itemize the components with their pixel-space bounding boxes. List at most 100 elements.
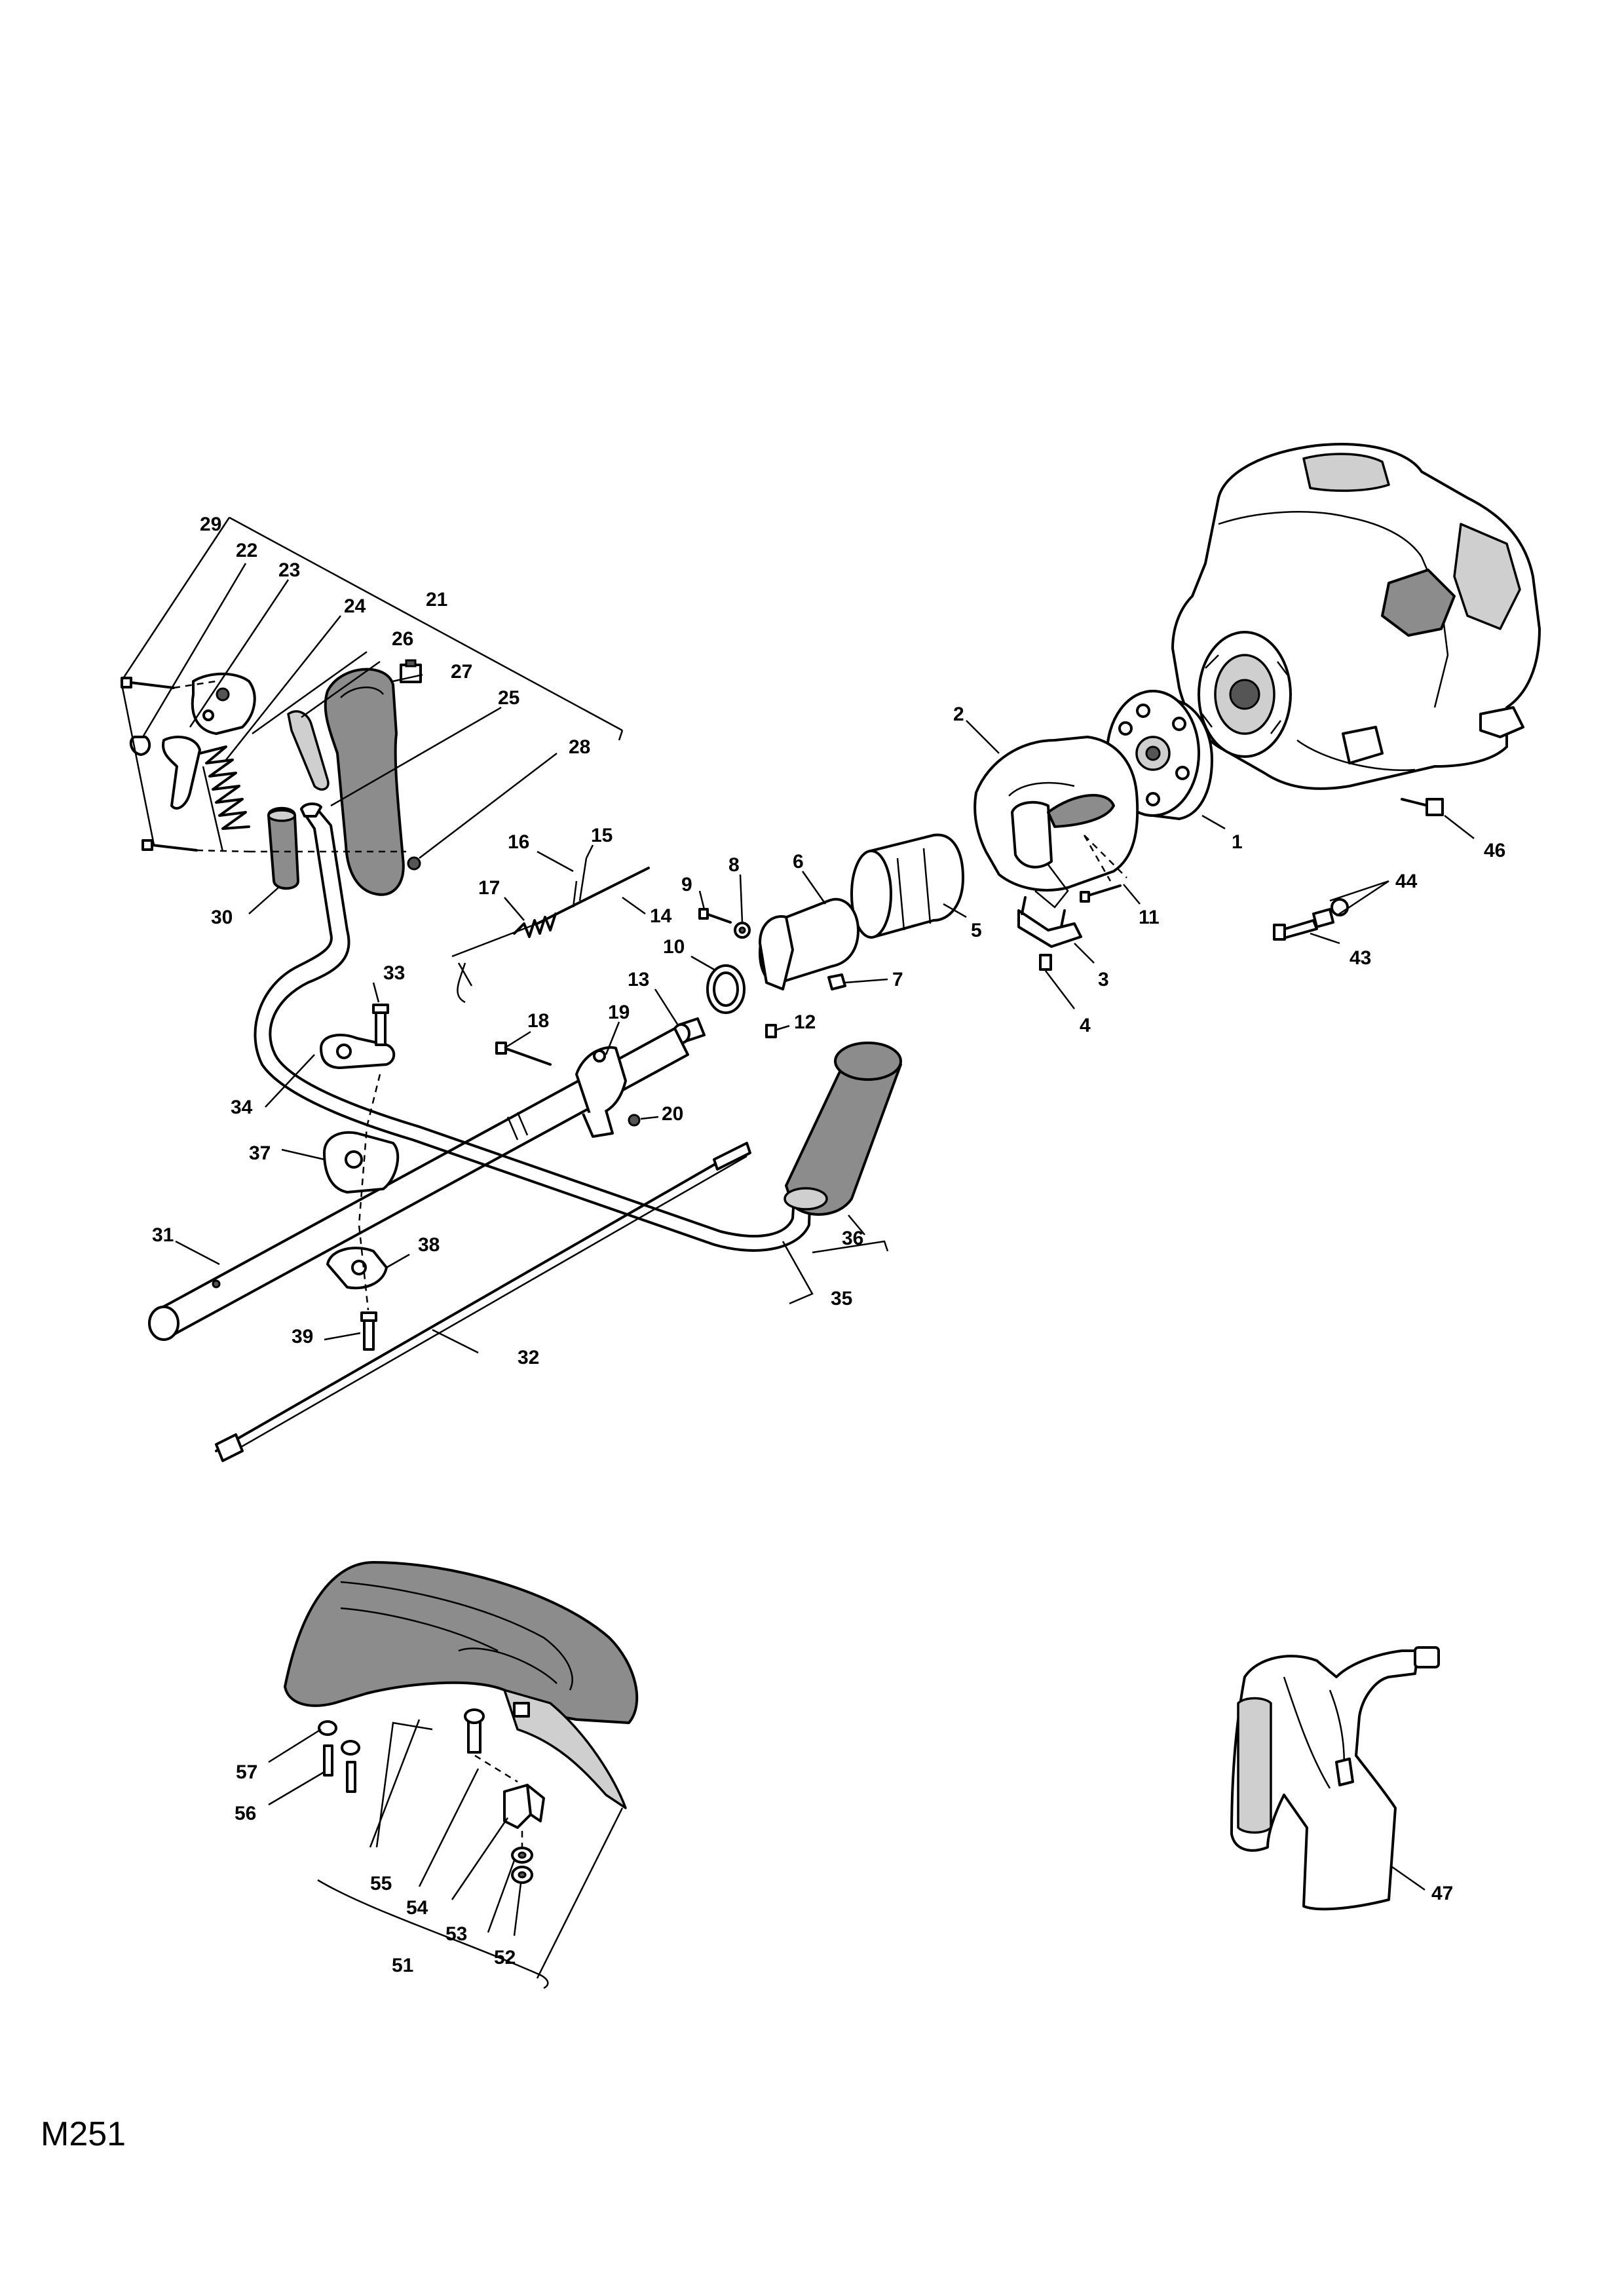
callout-38: 38 [418,1234,440,1256]
callout-15: 15 [591,825,613,846]
callout-31: 31 [152,1224,174,1246]
nut-part-52 [511,1866,533,1884]
screw-part-7 [827,973,846,990]
callout-36: 36 [842,1228,863,1249]
shoe-bracket-part-3 [1017,896,1082,948]
callout-25: 25 [498,687,519,709]
bracket-group-21-top [229,516,623,732]
nut-part-44 [1312,898,1349,928]
bolt-part-39 [360,1311,377,1351]
ring-part-10 [706,964,746,1014]
bracket-group-21-end [618,730,624,741]
screw-part-4 [1039,954,1052,971]
callout-23: 23 [278,559,300,581]
cable-end-part-15 [578,857,588,901]
sleeve-part-5 [850,833,964,939]
trigger-part-23 [162,736,201,810]
lower-clamp-part-37 [323,1131,400,1194]
callout-9: 9 [681,874,692,895]
callout-8: 8 [728,854,740,876]
callout-51: 51 [392,1955,413,1976]
callout-34: 34 [231,1097,253,1118]
callout-35: 35 [831,1288,852,1309]
bracket-part-54 [503,1784,545,1829]
callout-17: 17 [478,877,500,899]
callout-56: 56 [235,1803,256,1824]
callout-28: 28 [569,736,590,758]
shoulder-harness-part-47 [1230,1646,1440,1911]
callout-30: 30 [211,907,233,928]
washer-part-8 [734,922,751,939]
rear-grip-part-36 [784,1042,902,1216]
engine-illustration [1171,443,1541,790]
nut-part-20 [628,1114,641,1127]
callout-4: 4 [1080,1015,1091,1036]
bolt-part-56 [323,1744,356,1793]
callout-14: 14 [650,905,672,927]
callout-11: 11 [1139,907,1160,928]
callout-2: 2 [953,704,964,725]
lever-part-26 [287,710,330,791]
callout-1: 1 [1232,831,1243,853]
callout-47: 47 [1431,1883,1453,1904]
bolt-part-11 [1080,884,1122,903]
clamp-part-38 [326,1247,388,1290]
callout-33: 33 [383,962,405,984]
callout-24: 24 [344,595,366,617]
bracket-group-51 [317,1879,549,1989]
guard-part-55 [284,1561,639,1809]
callout-6: 6 [793,851,804,873]
callout-20: 20 [662,1103,683,1125]
bolt-part-18 [495,1042,552,1066]
bolt-part-55-screw [464,1708,485,1754]
assembly-line-guard [474,1754,523,1847]
callout-44: 44 [1395,871,1418,892]
callout-39: 39 [292,1326,313,1347]
callout-21: 21 [426,589,447,611]
leader-lines [120,517,1475,1979]
callout-26: 26 [392,628,413,650]
callout-18: 18 [527,1010,549,1032]
cable-wire-ends [457,962,473,1004]
bolt-part-46 [1401,798,1444,816]
callout-37: 37 [249,1142,271,1164]
nut-part-28 [407,856,421,871]
callout-46: 46 [1484,840,1505,861]
callout-12: 12 [794,1011,816,1033]
bolt-part-33 [372,1004,389,1046]
callout-16: 16 [508,831,529,853]
callout-29: 29 [200,514,221,535]
handlebar-part-35 [254,802,812,1252]
callout-57: 57 [236,1761,257,1783]
cable-spring-part-17 [513,913,557,938]
drive-tube-part-31 [148,1027,689,1341]
grip-cover-part-25 [324,668,405,896]
screw-part-12 [765,1024,777,1038]
callout-22: 22 [236,540,257,561]
callout-5: 5 [971,920,982,941]
callout-10: 10 [663,936,685,958]
bolt-part-57 [318,1720,360,1756]
cable-end-part-16 [572,880,578,908]
callout-55: 55 [370,1873,392,1894]
assembly-line-clamps [358,1074,381,1311]
callout-27: 27 [451,661,472,683]
spring-part-24 [198,745,250,852]
callout-53: 53 [445,1923,467,1945]
document-code: M251 [41,2115,126,2153]
callout-43: 43 [1350,947,1371,969]
washer-part-53 [511,1847,533,1864]
callout-labels: 1 2 3 4 5 6 7 8 9 10 11 12 13 14 15 16 1… [152,514,1505,1976]
clutch-housing-part-2 [973,736,1139,909]
assembly-line-handle [173,680,406,853]
drive-shaft-part-32 [215,1142,751,1462]
bolt-part-9 [698,908,732,924]
screw-part-29 [121,677,198,852]
handle-housing-part-22 [191,672,256,735]
bolt-part-43 [1273,919,1318,941]
throttle-clamp-part-19 [575,1046,627,1138]
switch-part-27 [400,659,422,683]
callout-54: 54 [406,1897,428,1919]
